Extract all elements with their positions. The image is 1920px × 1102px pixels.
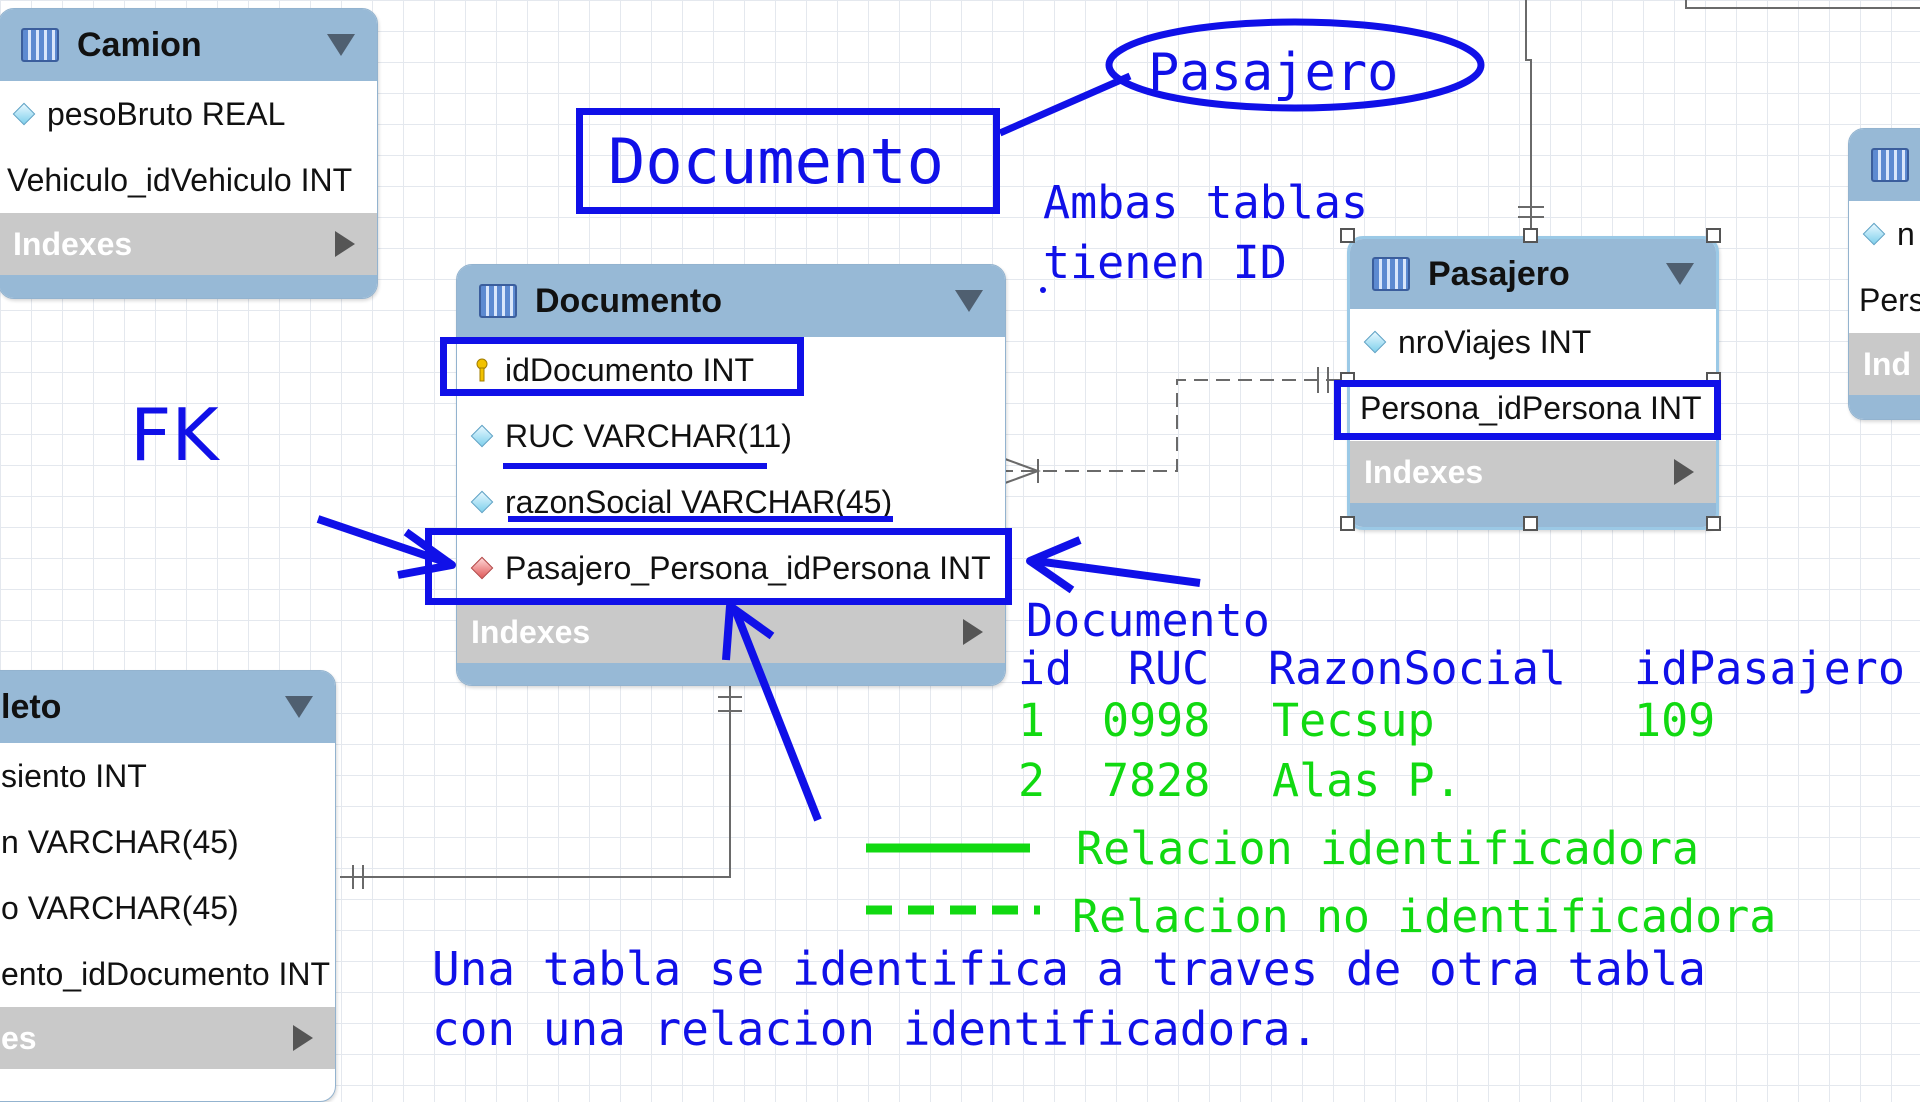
table-header[interactable]: leto xyxy=(0,671,335,743)
bottom-note-line-2: con una relacion identificadora. xyxy=(432,1002,1319,1056)
highlight-id-documento xyxy=(440,337,804,396)
column-row-fk[interactable]: Pasajero_Persona_idPersona INT xyxy=(457,535,1005,601)
column-row[interactable]: Vehiculo_idVehiculo INT xyxy=(0,147,377,213)
fk-label: FK xyxy=(130,393,219,477)
column-row[interactable]: pesoBruto REAL xyxy=(0,81,377,147)
indexes-section[interactable]: Indexes xyxy=(0,213,377,275)
column-label: ento_idDocumento INT xyxy=(1,955,331,992)
sample-header-idpasajero: idPasajero xyxy=(1634,642,1905,695)
table-icon xyxy=(479,284,517,318)
sample-header-ruc: RUC xyxy=(1128,642,1210,695)
highlight-documento-label-box xyxy=(576,108,1000,214)
indexes-label: Indexes xyxy=(1364,453,1484,490)
sample-header-id: id xyxy=(1018,642,1073,695)
column-label: nroViajes INT xyxy=(1398,323,1592,360)
table-documento[interactable]: Documento idDocumento INT RUC VARCHAR(11… xyxy=(456,264,1006,686)
table-title: Camion xyxy=(77,25,202,64)
column-row[interactable]: Pers xyxy=(1849,267,1920,333)
indexes-section[interactable]: Indexes xyxy=(457,601,1005,663)
table-title: Documento xyxy=(535,281,722,320)
sample-row-1-razonsocial: Tecsup xyxy=(1272,694,1435,747)
column-row[interactable]: RUC VARCHAR(11) xyxy=(457,403,1005,469)
table-icon xyxy=(21,28,59,62)
pasajero-label: Pasajero xyxy=(1148,43,1399,103)
table-camion[interactable]: Camion pesoBruto REAL Vehiculo_idVehicul… xyxy=(0,8,378,299)
table-title: Pasajero xyxy=(1428,254,1570,293)
column-row[interactable]: siento INT xyxy=(0,743,335,809)
highlight-fk-column xyxy=(425,528,1012,605)
table-header[interactable] xyxy=(1849,129,1920,201)
column-label: Pasajero_Persona_idPersona INT xyxy=(505,549,991,586)
ambas-line-2: tienen ID xyxy=(1043,236,1287,289)
indexes-label: Indexes xyxy=(471,613,591,650)
column-label: idDocumento INT xyxy=(505,351,754,388)
column-label: pesoBruto REAL xyxy=(47,95,286,132)
table-footer xyxy=(1350,503,1716,527)
highlight-persona-id xyxy=(1334,380,1721,440)
sample-row-1-id: 1 xyxy=(1018,694,1046,747)
table-footer xyxy=(1849,395,1920,419)
column-label: n VARCHAR(45) xyxy=(1,823,239,860)
table-header[interactable]: Camion xyxy=(0,9,377,81)
bottom-note-line-1: Una tabla se identifica a traves de otra… xyxy=(432,942,1706,996)
chevron-down-icon[interactable] xyxy=(327,34,355,56)
column-label: o VARCHAR(45) xyxy=(1,889,239,926)
expand-arrow-icon[interactable] xyxy=(963,619,983,645)
table-icon xyxy=(1372,257,1410,291)
table-boleto[interactable]: leto siento INT n VARCHAR(45) o VARCHAR(… xyxy=(0,670,336,1102)
expand-arrow-icon[interactable] xyxy=(1674,459,1694,485)
sample-row-1-ruc: 0998 xyxy=(1102,694,1211,747)
table-header[interactable]: Documento xyxy=(457,265,1005,337)
sample-header-razonsocial: RazonSocial xyxy=(1268,642,1567,695)
column-label: Pers xyxy=(1859,281,1920,318)
column-diamond-icon xyxy=(470,424,494,448)
table-header[interactable]: Pasajero xyxy=(1350,239,1716,309)
column-row[interactable]: n xyxy=(1849,201,1920,267)
column-row[interactable]: ento_idDocumento INT xyxy=(0,941,335,1007)
table-icon xyxy=(1871,148,1909,182)
column-label: Persona_idPersona INT xyxy=(1360,389,1702,426)
chevron-down-icon[interactable] xyxy=(955,290,983,312)
column-row-pk[interactable]: idDocumento INT xyxy=(457,337,1005,403)
column-diamond-icon xyxy=(1363,330,1387,354)
indexes-label: es xyxy=(1,1019,37,1056)
indexes-section[interactable]: Indexes xyxy=(1350,441,1716,503)
column-diamond-icon xyxy=(470,490,494,514)
table-title: leto xyxy=(1,687,62,726)
sample-row-2-id: 2 xyxy=(1018,754,1046,807)
column-row[interactable]: n VARCHAR(45) xyxy=(0,809,335,875)
expand-arrow-icon[interactable] xyxy=(335,231,355,257)
column-row[interactable]: nroViajes INT xyxy=(1350,309,1716,375)
legend-non-identifying: Relacion no identificadora xyxy=(1072,890,1777,943)
column-row[interactable]: o VARCHAR(45) xyxy=(0,875,335,941)
sample-row-2-ruc: 7828 xyxy=(1102,754,1211,807)
sample-table-title: Documento xyxy=(1026,594,1270,647)
table-footer xyxy=(0,275,377,298)
sample-row-1-idpasajero: 109 xyxy=(1634,694,1716,747)
column-label: n xyxy=(1897,215,1915,252)
column-label: Vehiculo_idVehiculo INT xyxy=(7,161,353,198)
table-footer xyxy=(457,663,1005,685)
key-icon xyxy=(471,358,493,382)
table-right-partial[interactable]: n Pers Ind xyxy=(1848,128,1920,420)
indexes-section[interactable]: es xyxy=(0,1007,335,1069)
chevron-down-icon[interactable] xyxy=(285,696,313,718)
column-label: RUC VARCHAR(11) xyxy=(505,417,792,454)
chevron-down-icon[interactable] xyxy=(1666,263,1694,285)
documento-label: Documento xyxy=(608,125,944,198)
column-diamond-icon xyxy=(1862,222,1886,246)
sample-row-2-razonsocial: Alas P. xyxy=(1272,754,1462,807)
column-label: siento INT xyxy=(1,757,147,794)
column-row[interactable]: Persona_idPersona INT xyxy=(1350,375,1716,441)
indexes-section[interactable]: Ind xyxy=(1849,333,1920,395)
column-diamond-icon xyxy=(12,102,36,126)
legend-identifying: Relacion identificadora xyxy=(1076,822,1700,875)
expand-arrow-icon[interactable] xyxy=(293,1025,313,1051)
column-label: razonSocial VARCHAR(45) xyxy=(505,483,893,520)
ambas-line-1: Ambas tablas xyxy=(1043,176,1369,229)
column-row[interactable]: razonSocial VARCHAR(45) xyxy=(457,469,1005,535)
indexes-label: Indexes xyxy=(13,225,133,262)
indexes-label: Ind xyxy=(1863,345,1911,382)
